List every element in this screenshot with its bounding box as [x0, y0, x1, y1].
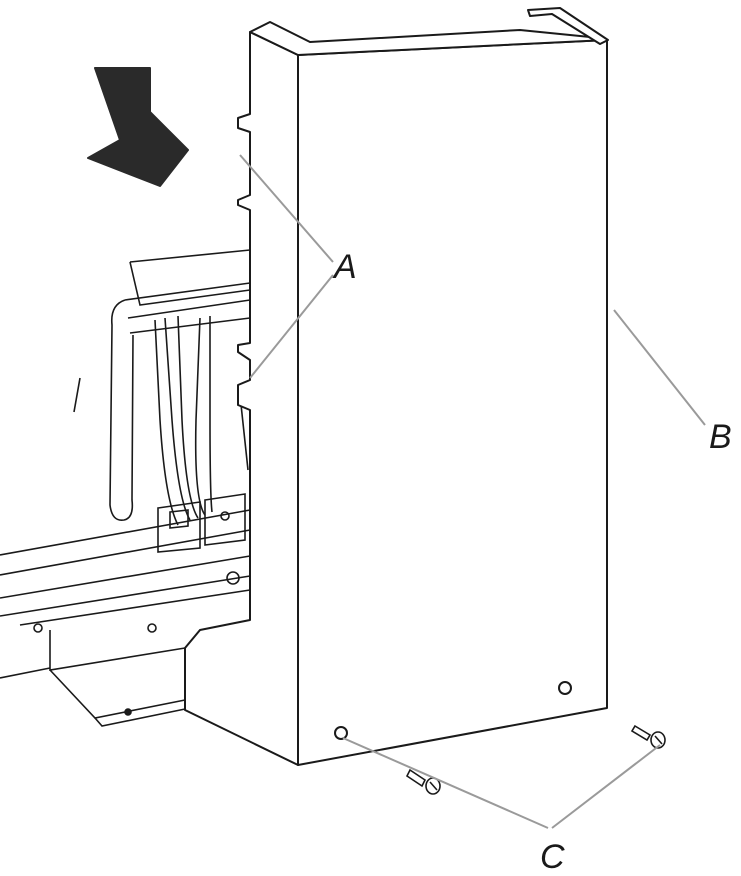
screw-left-icon	[405, 768, 441, 795]
callout-label-c: C	[540, 838, 565, 876]
leader-c-right	[551, 744, 661, 829]
insertion-arrow-icon	[87, 67, 189, 187]
leader-a-lower	[249, 274, 334, 379]
base-rail	[0, 509, 251, 727]
leader-a-upper	[239, 154, 334, 263]
cable-bundle	[73, 249, 251, 553]
cover-panel	[184, 7, 609, 766]
cover-top-lip	[249, 21, 608, 56]
leader-c-left	[342, 737, 549, 829]
screw-right-icon	[630, 724, 666, 749]
cover-side-flange	[184, 31, 299, 766]
callout-label-a: A	[334, 248, 357, 286]
screw-hole-left	[334, 726, 348, 740]
callout-label-b: B	[709, 418, 732, 456]
leader-b	[613, 309, 706, 426]
screw-hole-right	[558, 681, 572, 695]
cover-front-face	[297, 39, 608, 766]
leader-lines	[239, 154, 706, 829]
